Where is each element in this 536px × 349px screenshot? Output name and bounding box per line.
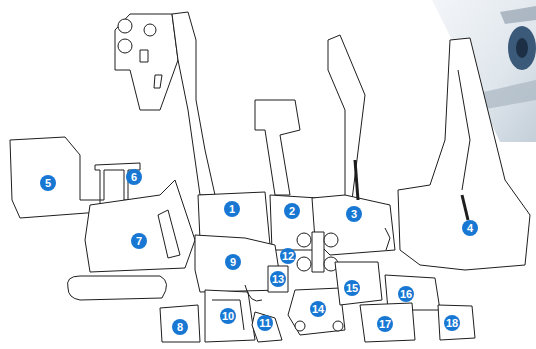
callout-badge: 17 [377, 316, 393, 332]
callout-number: 1 [224, 201, 240, 217]
callout-number: 18 [444, 315, 460, 331]
callout-badge: 6 [126, 169, 142, 185]
callout-badge: 11 [257, 315, 273, 331]
callout-badge: 9 [225, 254, 241, 270]
callout-number: 15 [344, 280, 360, 296]
callout-number: 14 [310, 301, 326, 317]
callout-badge: 18 [444, 315, 460, 331]
callout-number: 12 [280, 248, 296, 264]
callout-number: 9 [225, 254, 241, 270]
callout-number: 8 [172, 319, 188, 335]
callout-badge: 7 [131, 233, 147, 249]
callout-number: 16 [398, 286, 414, 302]
callout-number: 5 [40, 175, 56, 191]
callout-number: 10 [220, 308, 236, 324]
callout-number: 2 [284, 203, 300, 219]
callout-badge: 15 [344, 280, 360, 296]
callout-badge: 13 [270, 271, 286, 287]
callout-badge: 5 [40, 175, 56, 191]
callout-number: 3 [346, 206, 362, 222]
machine-silhouettes [10, 12, 530, 342]
callout-badge: 12 [280, 248, 296, 264]
callout-number: 4 [462, 220, 478, 236]
callout-badge: 4 [462, 220, 478, 236]
callout-number: 13 [270, 271, 286, 287]
callout-badge: 2 [284, 203, 300, 219]
callout-number: 17 [377, 316, 393, 332]
callout-badge: 10 [220, 308, 236, 324]
callout-badge: 14 [310, 301, 326, 317]
callout-badge: 1 [224, 201, 240, 217]
callout-number: 7 [131, 233, 147, 249]
callout-number: 6 [126, 169, 142, 185]
callout-number: 11 [257, 315, 273, 331]
callout-badge: 16 [398, 286, 414, 302]
callout-badge: 3 [346, 206, 362, 222]
callout-badge: 8 [172, 319, 188, 335]
